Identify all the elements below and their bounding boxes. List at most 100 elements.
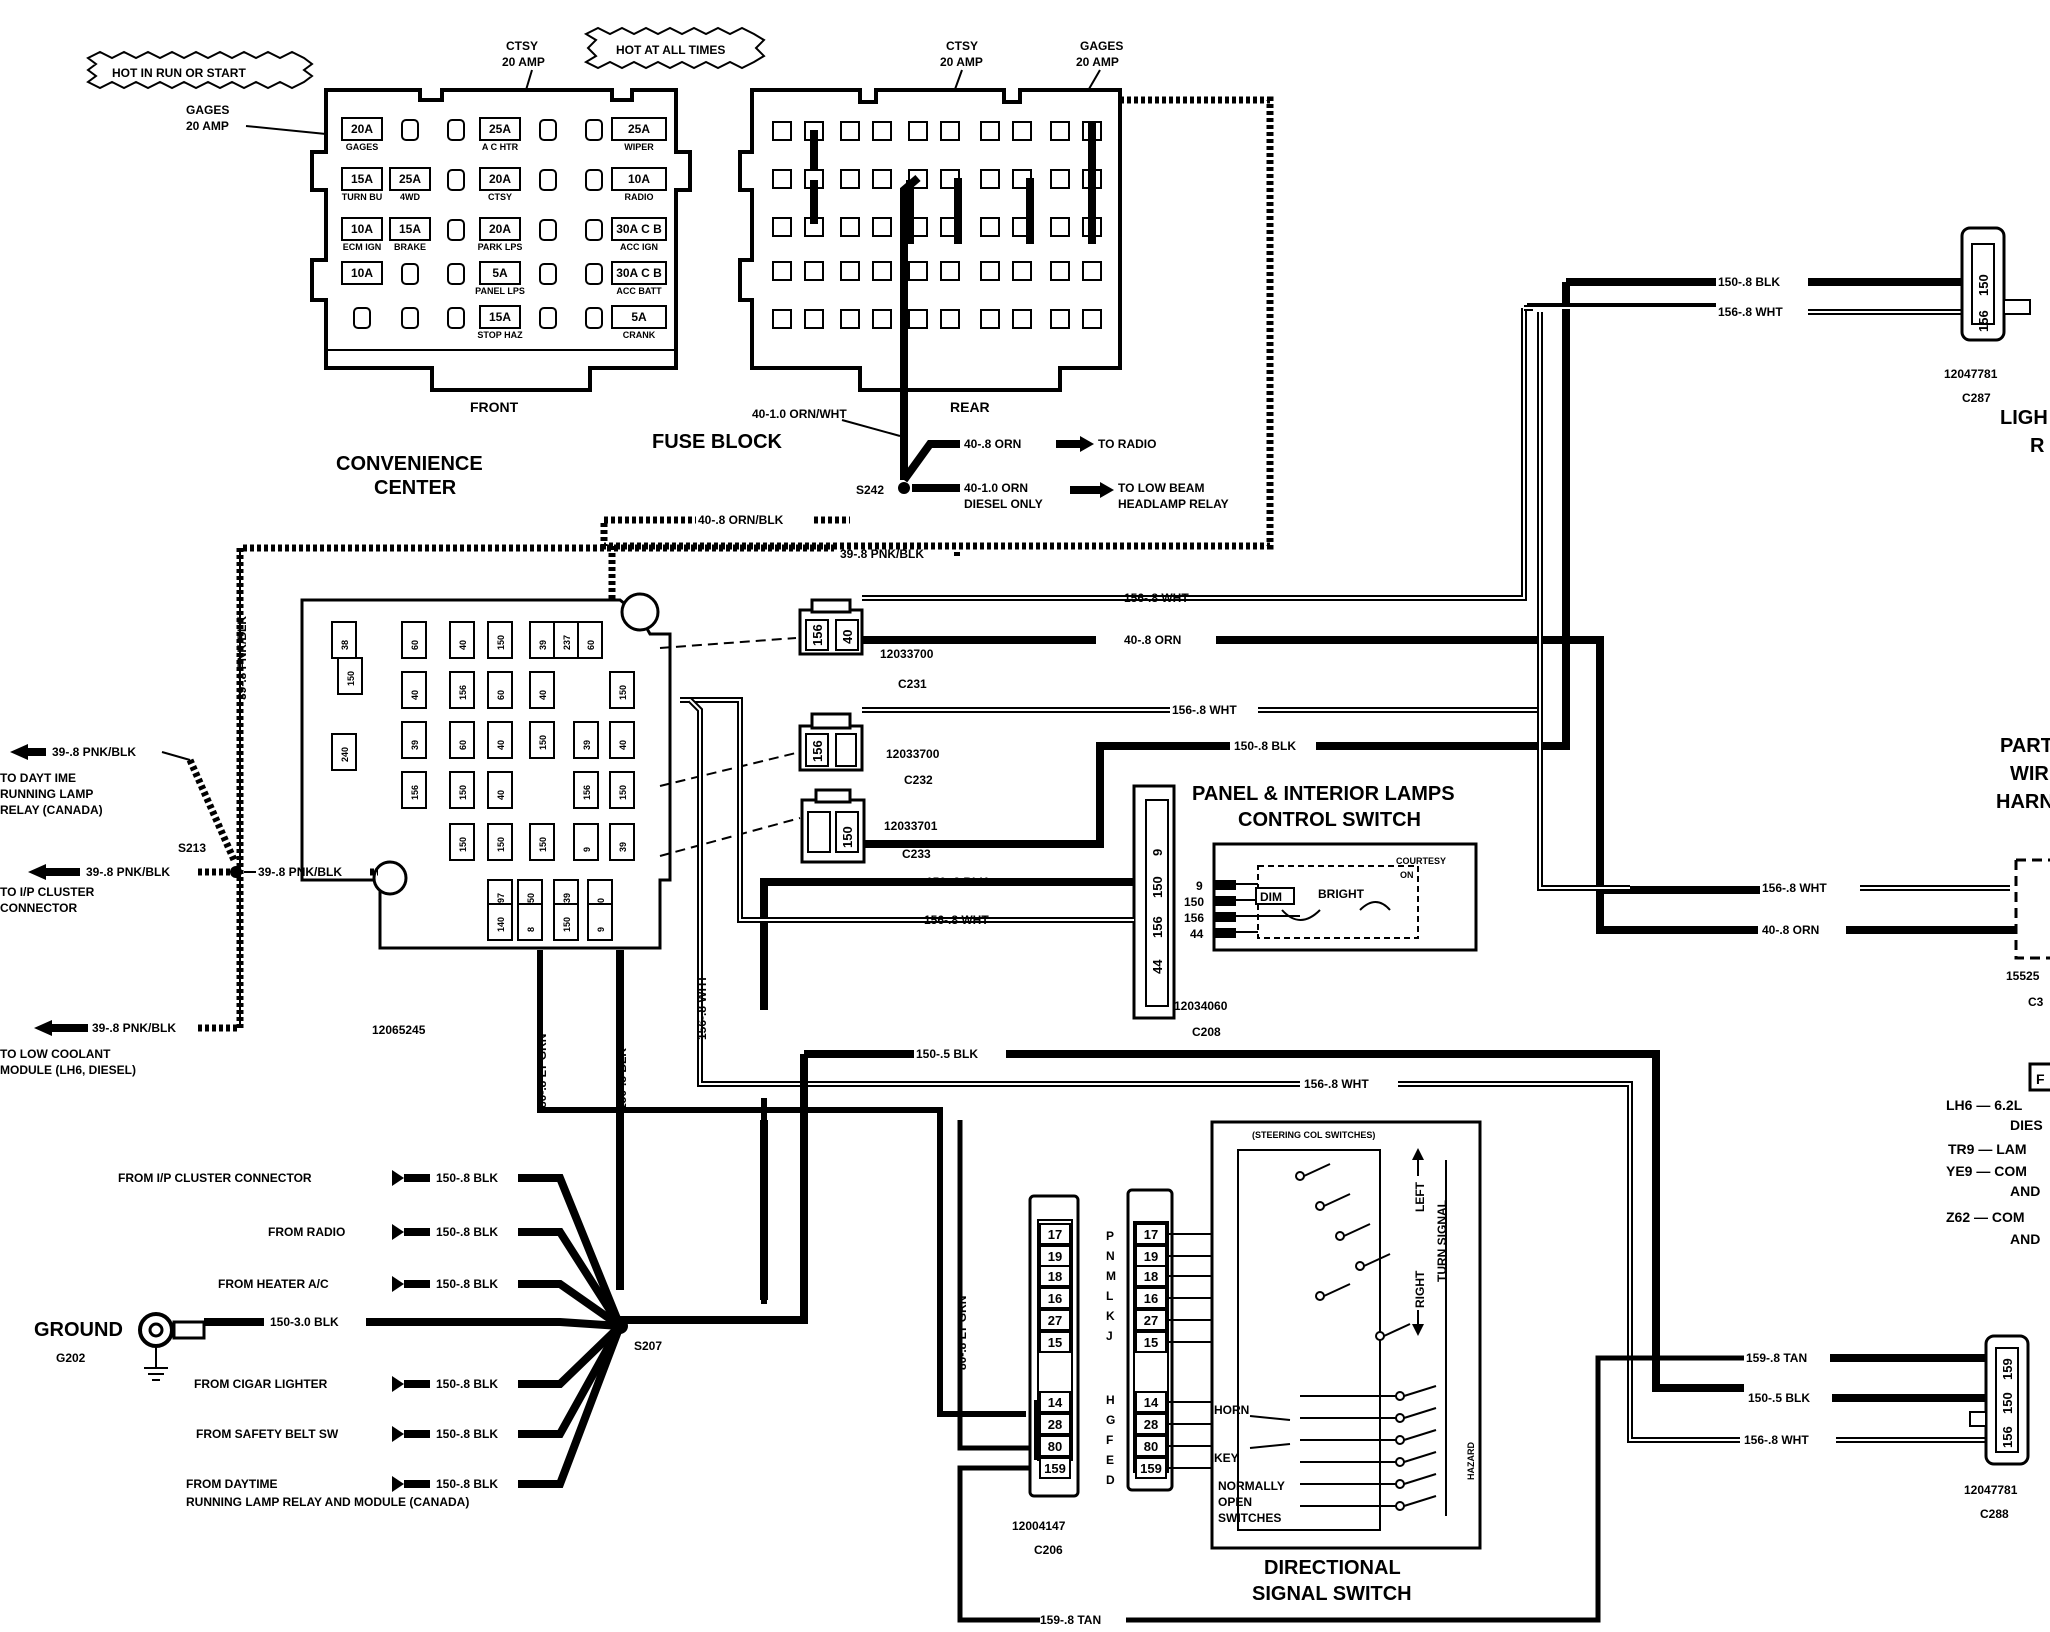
fuse-cavity — [940, 261, 960, 281]
gages-callout: GAGES — [186, 103, 229, 117]
svg-text:150: 150 — [1976, 274, 1991, 296]
c206-pin-cell — [1039, 1435, 1071, 1457]
c206-pin: 28 — [1144, 1417, 1158, 1432]
svg-text:156: 156 — [810, 624, 825, 646]
fuse-cavity — [872, 121, 892, 141]
wire-80-lt-grn-v2-label: 80-.8 LT GRN — [955, 1296, 969, 1370]
fuse-socket — [585, 169, 603, 191]
connector-c231: 156 40 — [798, 598, 864, 656]
c206-pin-cell — [1135, 1223, 1167, 1245]
wire-150-c288-label: 150-.5 BLK — [1748, 1391, 1810, 1405]
fuse-cavity — [840, 217, 860, 237]
fuse-cavity — [980, 169, 1000, 189]
wire-arrow — [392, 1170, 404, 1186]
panel-fuse — [609, 771, 635, 809]
fuse-socket — [585, 219, 603, 241]
fuse-cavity — [772, 121, 792, 141]
wire-150-blk-v-label: 150-.8 BLK — [615, 1048, 629, 1110]
ground-source-label: FROM RADIO — [268, 1225, 345, 1239]
c206-letter: G — [1106, 1413, 1115, 1427]
fuse-cavity — [1050, 217, 1070, 237]
part-label: PART — [2000, 735, 2050, 757]
c206-pin-cell — [1039, 1413, 1071, 1435]
coolant-label: TO LOW COOLANT — [0, 1047, 111, 1061]
wire-40-orn-wht-label: 40-1.0 ORN/WHT — [752, 407, 847, 421]
fuse-cavity — [840, 121, 860, 141]
c206-pin: 18 — [1048, 1269, 1062, 1284]
harn-label: HARN — [1996, 791, 2050, 813]
fuse — [389, 217, 431, 241]
fuse-name: TURN BU — [342, 192, 383, 202]
panel-fuse-number: 39 — [582, 740, 592, 750]
panel-fuse — [331, 621, 357, 659]
panel-fuse-number: 150 — [618, 785, 628, 800]
fuse-rating: 25A — [489, 122, 511, 136]
fuse-socket — [539, 263, 557, 285]
horn-switch — [1249, 1415, 1291, 1421]
svg-text:44: 44 — [1190, 927, 1204, 941]
fuse-socket — [447, 119, 465, 141]
fuse-cavity — [772, 217, 792, 237]
fuse-cavity — [872, 169, 892, 189]
connector-c287: 150 156 — [1960, 226, 2031, 342]
c355-label: C3 — [2028, 995, 2044, 1009]
svg-text:KEY: KEY — [1214, 1451, 1239, 1465]
c206-pin-cell — [1039, 1309, 1071, 1331]
fuse-socket — [539, 219, 557, 241]
hazard-blade — [1403, 1473, 1437, 1485]
svg-text:44: 44 — [1150, 959, 1165, 974]
c206-letter: F — [1106, 1433, 1113, 1447]
fuse — [341, 261, 383, 285]
hazard-blade — [1403, 1429, 1437, 1441]
diesel-only-label: DIESEL ONLY — [964, 497, 1043, 511]
wire-156-mid-label: 156-.8 WHT — [1304, 1077, 1369, 1091]
wire-arrow — [392, 1224, 404, 1240]
front-label: FRONT — [470, 399, 519, 415]
panel-fuse — [609, 823, 635, 861]
fuse-rating: 10A — [351, 266, 373, 280]
directional-title: DIRECTIONAL — [1264, 1557, 1401, 1579]
arrow-daytime — [10, 744, 28, 760]
f-label: F — [2036, 1071, 2045, 1087]
c232-label: C232 — [904, 773, 933, 787]
fuse-cavity — [772, 169, 792, 189]
svg-text:RIGHT: RIGHT — [1413, 1270, 1427, 1308]
c206-pin-cell — [1039, 1457, 1071, 1479]
ground-source-label: FROM HEATER A/C — [218, 1277, 329, 1291]
panel-fuse — [401, 671, 427, 709]
ground-source-label-2: RUNNING LAMP RELAY AND MODULE (CANADA) — [186, 1495, 469, 1509]
wire-156-right-top-label: 156-.8 WHT — [1718, 305, 1783, 319]
hot-at-all-times-banner: HOT AT ALL TIMES — [583, 26, 766, 70]
fuse-rating: 10A — [628, 172, 650, 186]
c287-part: 12047781 — [1944, 367, 1998, 381]
wire-arrow — [392, 1426, 404, 1442]
panel-fuse-number: 40 — [496, 790, 506, 800]
fuse-cavity — [872, 309, 892, 329]
svg-text:(STEERING COL SWITCHES): (STEERING COL SWITCHES) — [1252, 1130, 1375, 1140]
fuse-rating: 20A — [351, 122, 373, 136]
fuse-socket — [585, 119, 603, 141]
fuse — [341, 117, 383, 141]
ground-source-label: FROM SAFETY BELT SW — [196, 1427, 339, 1441]
panel-fuse — [517, 903, 543, 941]
panel-fuse-number: 150 — [526, 893, 536, 908]
svg-text:150: 150 — [1150, 876, 1165, 898]
fuse-rating: 10A — [351, 222, 373, 236]
fuse-rating: 15A — [489, 310, 511, 324]
ground-source-label: FROM I/P CLUSTER CONNECTOR — [118, 1171, 312, 1185]
fuse-socket — [401, 263, 419, 285]
fuse-cavity — [872, 217, 892, 237]
fuse-cavity — [1012, 261, 1032, 281]
wire-40-orn-radio-label: 40-.8 ORN — [964, 437, 1021, 451]
fuse-socket — [353, 307, 371, 329]
c288-label: C288 — [1980, 1507, 2009, 1521]
c206-pin: 80 — [1048, 1439, 1062, 1454]
directional-title-2: SIGNAL SWITCH — [1252, 1583, 1412, 1605]
panel-fuse-number: 40 — [538, 690, 548, 700]
fuse-cavity — [1012, 309, 1032, 329]
fuse — [479, 167, 521, 191]
fuse-cavity — [1082, 309, 1102, 329]
hot-in-run-banner: HOT IN RUN OR START — [86, 50, 314, 90]
wire-40-1-orn-label: 40-1.0 ORN — [964, 481, 1028, 495]
